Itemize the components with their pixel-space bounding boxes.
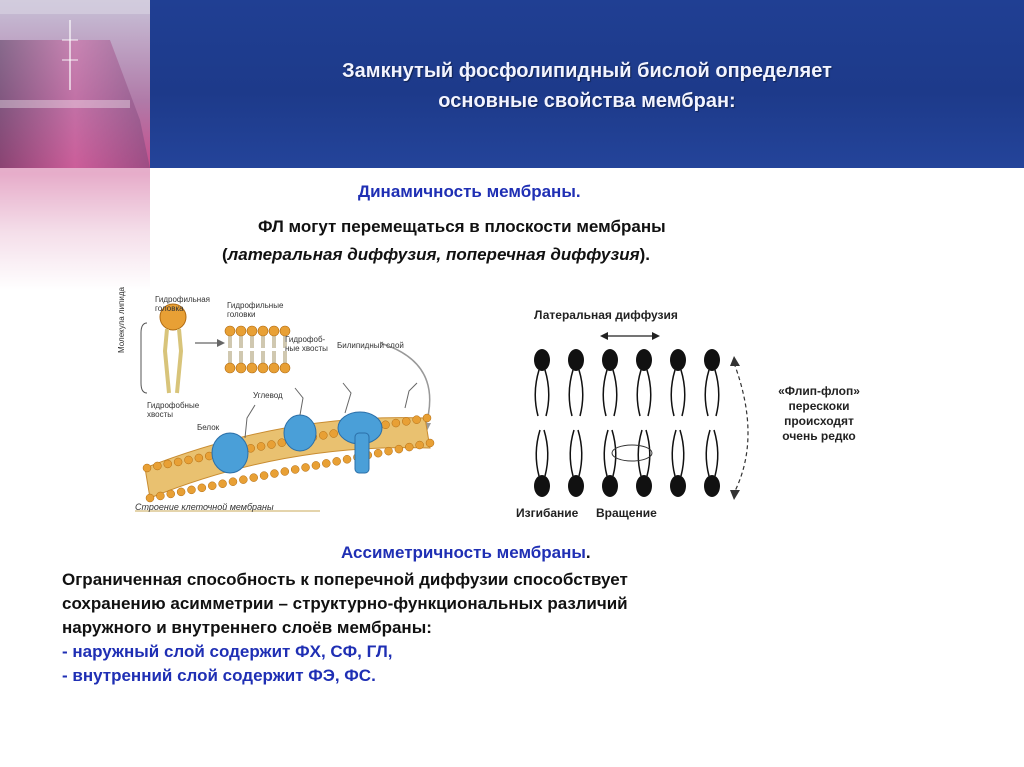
paren-close: ). <box>639 245 651 264</box>
label-hydrophilic-heads: Гидрофильные головки <box>227 301 284 319</box>
label-carbohydrate: Углевод <box>253 391 283 400</box>
asymmetry-body: Ограниченная способность к поперечной ди… <box>62 568 628 688</box>
label-lipid-molecule: Молекула липида <box>117 287 126 353</box>
label-bilipid-layer: Билипидный слой <box>337 341 404 350</box>
asymmetry-heading-dot: . <box>585 543 591 562</box>
label-lateral-diffusion: Латеральная диффузия <box>534 308 678 322</box>
lipid-movement-drawing <box>534 332 749 500</box>
title-line-2: основные свойства мембран: <box>438 90 736 112</box>
flipflop-label: «Флип-флоп» перескоки происходят очень р… <box>764 384 874 444</box>
dynamics-heading: Динамичность мембраны. <box>358 182 581 201</box>
asym-item-inner-layer: - внутренний слой содержит ФЭ, ФС. <box>62 666 376 685</box>
dynamics-line-1: ФЛ могут перемещаться в плоскости мембра… <box>258 217 666 236</box>
asym-line-1: Ограниченная способность к поперечной ди… <box>62 570 628 589</box>
asym-item-outer-layer: - наружный слой содержит ФХ, СФ, ГЛ, <box>62 642 393 661</box>
asymmetry-heading-text: Ассиметричность мембраны <box>341 543 586 562</box>
label-hydrophobic-tails-right: Гидрофоб- ные хвосты <box>285 335 328 353</box>
diffusion-types: латеральная диффузия, поперечная диффузи… <box>227 245 640 264</box>
label-hydrophobic-tails-left: Гидрофобные хвосты <box>147 401 200 419</box>
membrane-structure-drawing <box>135 303 435 512</box>
label-rotation: Вращение <box>596 506 657 520</box>
asym-line-2: сохранению асимметрии – структурно-функц… <box>62 594 628 613</box>
lipid-movement-figure: Латеральная диффузия «Флип-флоп» переско… <box>512 298 882 528</box>
dynamics-line-2: (латеральная диффузия, поперечная диффуз… <box>222 243 650 267</box>
paren-open: ( <box>222 245 228 264</box>
label-protein: Белок <box>197 423 220 432</box>
banner-background <box>0 0 1024 168</box>
flipflop-line-2: перескоки <box>788 399 850 413</box>
label-bending: Изгибание <box>516 506 579 520</box>
flipflop-line-3: происходят <box>784 414 854 428</box>
title-line-1: Замкнутый фосфолипидный бислой определяе… <box>342 60 832 82</box>
flipflop-line-4: очень редко <box>782 429 856 443</box>
header-banner: Замкнутый фосфолипидный бислой определяе… <box>0 0 1024 168</box>
flipflop-line-1: «Флип-флоп» <box>778 384 860 398</box>
asym-line-3: наружного и внутреннего слоёв мембраны: <box>62 618 432 637</box>
figure-caption: Строение клеточной мембраны <box>135 502 274 512</box>
membrane-structure-figure: Гидрофильная головка Гидрофильные головк… <box>117 287 455 523</box>
label-hydrophilic-head: Гидрофильная головка <box>155 295 211 313</box>
asymmetry-heading: Ассиметричность мембраны. <box>341 543 591 563</box>
flask-image <box>0 0 150 290</box>
slide-title: Замкнутый фосфолипидный бислой определяе… <box>150 56 1024 116</box>
